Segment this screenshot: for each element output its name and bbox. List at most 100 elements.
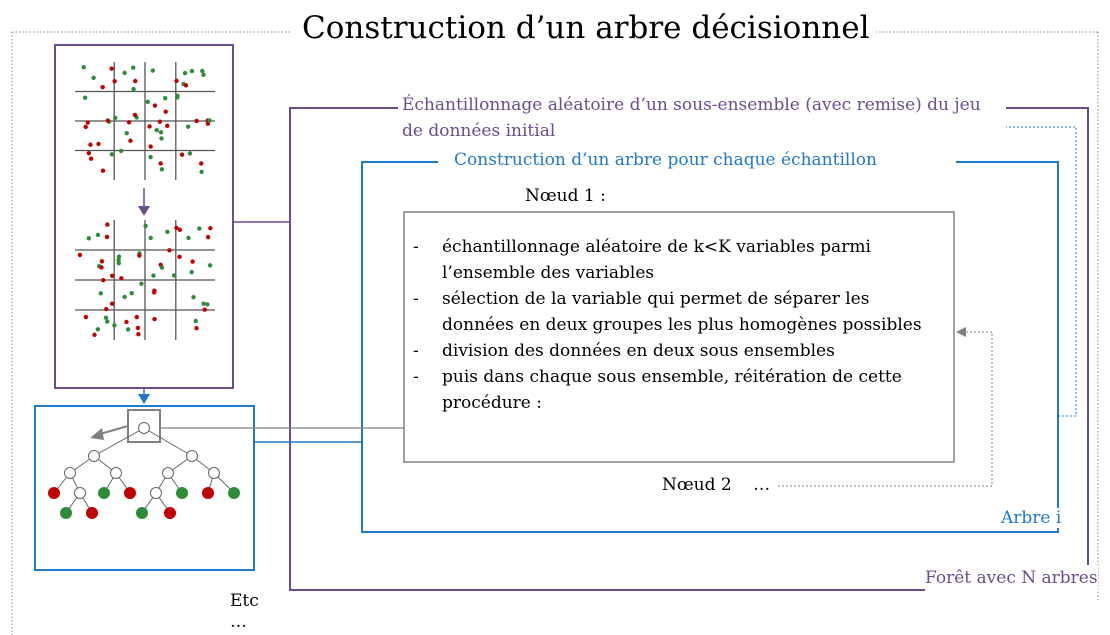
scatter-point xyxy=(122,70,127,76)
scatter-point xyxy=(137,253,142,258)
scatter-point xyxy=(118,148,124,154)
scatter-point xyxy=(100,84,105,90)
scatter-point xyxy=(124,130,129,136)
scatter-point xyxy=(193,318,198,324)
scatter-point xyxy=(162,95,168,101)
scatter-point xyxy=(92,332,97,338)
scatter-point xyxy=(135,325,141,331)
scatter-point xyxy=(103,315,109,320)
scatter-point xyxy=(109,152,115,157)
scatter-point xyxy=(132,112,138,118)
scatter-point xyxy=(112,323,117,328)
scatter-point xyxy=(174,225,179,231)
dataset-scatter-grid-icon xyxy=(54,44,234,389)
scatter-point xyxy=(207,263,213,268)
tree-node xyxy=(138,422,150,434)
node2-ellipsis: … xyxy=(753,475,771,495)
scatter-point xyxy=(83,314,89,320)
scatter-point xyxy=(86,236,92,241)
scatter-point xyxy=(134,314,139,320)
tree-node xyxy=(208,467,220,479)
node2-label: Nœud 2 xyxy=(662,475,732,495)
sampling-arrow-icon xyxy=(138,188,150,216)
scatter-point xyxy=(197,226,202,231)
scatter-point xyxy=(159,167,165,172)
scatter-point xyxy=(205,302,210,307)
scatter-point xyxy=(152,103,158,108)
tree-node xyxy=(48,487,60,499)
scatter-point xyxy=(185,124,191,129)
scatter-point xyxy=(129,290,134,296)
scatter-point xyxy=(177,227,183,233)
scatter-point xyxy=(167,248,172,253)
decision-tree-icon xyxy=(34,405,255,571)
scatter-point xyxy=(174,78,179,84)
forest-box xyxy=(289,107,1089,591)
tree-box xyxy=(361,161,1059,533)
scatter-point xyxy=(157,119,163,124)
scatter-point xyxy=(109,301,115,306)
scatter-point xyxy=(158,130,164,135)
scatter-point xyxy=(139,281,144,286)
scatter-point xyxy=(151,290,157,295)
scatter-point xyxy=(126,120,132,125)
scatter-point xyxy=(116,254,122,259)
scatter-point xyxy=(148,154,153,160)
scatter-point xyxy=(91,75,96,81)
scatter-point xyxy=(125,327,131,332)
scatter-point xyxy=(148,144,153,149)
outer-dotted-frame xyxy=(11,31,1099,635)
scatter-point xyxy=(189,68,195,74)
scatter-point xyxy=(99,265,104,270)
tree-node xyxy=(86,507,98,519)
scatter-point xyxy=(187,151,193,156)
scatter-point xyxy=(151,273,156,278)
scatter-point xyxy=(208,226,213,231)
scatter-point xyxy=(202,307,207,312)
scatter-point xyxy=(199,169,204,174)
scatter-point xyxy=(88,156,94,161)
scatter-point xyxy=(175,95,180,100)
tree-node xyxy=(150,487,162,499)
scatter-point xyxy=(100,168,106,173)
scatter-point xyxy=(88,142,93,147)
scatter-point xyxy=(165,229,170,235)
scatter-point xyxy=(152,316,157,322)
scatter-point xyxy=(101,277,106,283)
scatter-point xyxy=(150,68,156,73)
tree-node xyxy=(164,507,176,519)
scatter-point xyxy=(133,78,138,84)
scatter-point xyxy=(179,152,185,157)
scatter-point xyxy=(194,326,199,331)
procedure-step: division des données en deux sous ensemb… xyxy=(413,338,943,364)
scatter-point xyxy=(113,115,118,121)
tree-node xyxy=(124,487,136,499)
scatter-point xyxy=(112,79,117,84)
scatter-point xyxy=(99,259,105,264)
etc-label: Etc xyxy=(230,591,259,611)
node1-label: Nœud 1 : xyxy=(525,186,606,206)
scatter-point xyxy=(148,235,153,241)
scatter-point xyxy=(145,99,150,105)
scatter-point xyxy=(124,319,129,325)
scatter-point xyxy=(201,301,206,306)
tree-node xyxy=(64,467,76,479)
scatter-point xyxy=(81,64,86,70)
dataset-to-tree-arrow-icon xyxy=(138,388,150,404)
scatter-point xyxy=(95,232,101,238)
tree-node xyxy=(136,507,148,519)
sampling-label: Échantillonnage aléatoire d’un sous-ense… xyxy=(398,92,1006,144)
tree-edge xyxy=(143,427,193,457)
scatter-point xyxy=(105,222,110,227)
tree-node xyxy=(60,507,72,519)
scatter-point xyxy=(191,294,196,300)
scatter-point xyxy=(205,121,211,126)
scatter-point xyxy=(171,273,177,278)
scatter-point xyxy=(96,141,101,147)
scatter-point xyxy=(207,118,212,123)
scatter-point xyxy=(143,223,148,229)
scatter-point xyxy=(98,291,104,296)
page-title: Construction d’un arbre décisionnel xyxy=(296,10,876,46)
scatter-point xyxy=(177,254,182,259)
tree-node xyxy=(88,450,100,462)
